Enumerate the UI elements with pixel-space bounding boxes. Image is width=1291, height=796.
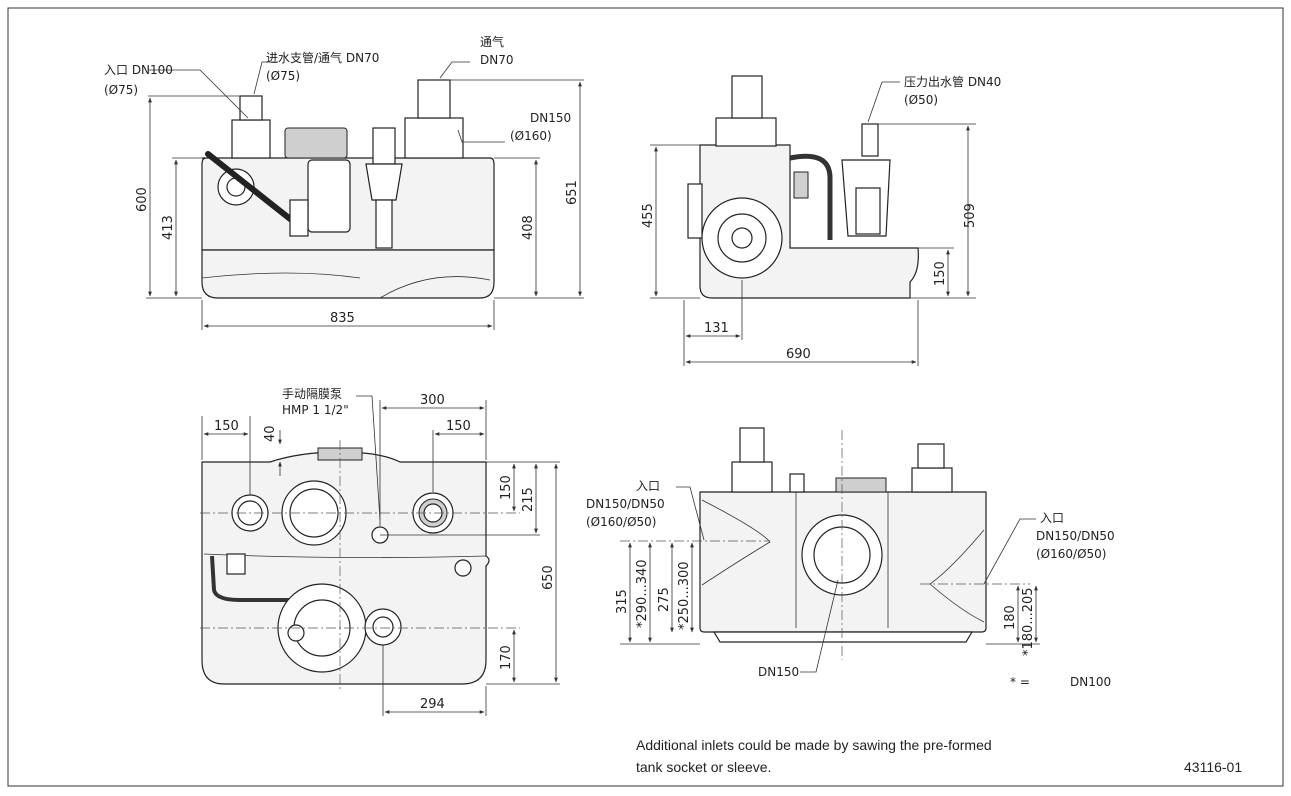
dim-rear-275: 275 <box>657 587 672 612</box>
side-view <box>650 75 976 366</box>
front-vent-socket <box>404 117 464 159</box>
rear-inlet-socket <box>739 427 765 463</box>
dim-rear-290-340: *290...340 <box>635 559 650 628</box>
dim-front-600: 600 <box>135 187 150 212</box>
front-inlet-socket <box>231 119 271 159</box>
dim-side-455: 455 <box>641 203 656 228</box>
rear-inlet-left-sub2: (Ø160/Ø50) <box>586 515 656 529</box>
side-pressure-sub: (Ø50) <box>904 93 938 107</box>
rear-inlet-left-label: 入口 <box>636 479 660 493</box>
dim-side-690: 690 <box>786 347 811 362</box>
dim-top-170: 170 <box>499 645 514 670</box>
rear-inlet-left-sub1: DN150/DN50 <box>586 497 665 511</box>
dim-side-131: 131 <box>704 321 729 336</box>
front-dn150-sub: (Ø160) <box>510 129 552 143</box>
legend-dn100: DN100 <box>1070 675 1111 689</box>
front-vent-sub: DN70 <box>480 53 514 67</box>
top-view <box>200 395 560 716</box>
rear-inlet-right-sub1: DN150/DN50 <box>1036 529 1115 543</box>
front-branch-sub: (Ø75) <box>266 69 300 83</box>
dim-top-150-left: 150 <box>214 419 239 434</box>
rear-view <box>620 427 1040 673</box>
dim-side-509: 509 <box>963 203 978 228</box>
top-pump-label: 手动隔膜泵 <box>282 387 342 401</box>
rear-inlet-right-sub2: (Ø160/Ø50) <box>1036 547 1106 561</box>
drawing-number: 43116-01 <box>1184 759 1242 775</box>
front-dn150-label: DN150 <box>530 111 571 125</box>
side-vent-socket <box>731 75 763 119</box>
front-tank-base <box>201 249 495 299</box>
footer-note-line2: tank socket or sleeve. <box>636 759 771 775</box>
dim-side-150: 150 <box>933 261 948 286</box>
legend-star: * = <box>1010 675 1030 689</box>
footer-note-line1: Additional inlets could be made by sawin… <box>636 737 992 753</box>
dim-front-835: 835 <box>330 311 355 326</box>
dim-top-215: 215 <box>521 487 536 512</box>
dim-front-413: 413 <box>161 215 176 240</box>
dim-top-294: 294 <box>420 697 445 712</box>
dim-rear-180: 180 <box>1003 605 1018 630</box>
dim-rear-180-205: *180...205 <box>1021 587 1036 656</box>
sheet-border <box>7 7 1284 787</box>
dim-top-150-v: 150 <box>499 475 514 500</box>
front-branch-label: 进水支管/通气 DN70 <box>266 50 379 65</box>
dim-rear-250-300: *250...300 <box>677 561 692 630</box>
rear-dn150-label: DN150 <box>758 665 799 679</box>
dim-top-300: 300 <box>420 393 445 408</box>
dim-top-150-right: 150 <box>446 419 471 434</box>
side-pressure-label: 压力出水管 DN40 <box>904 74 1001 89</box>
front-vent-label: 通气 <box>480 34 504 49</box>
rear-inlet-right-label: 入口 <box>1040 511 1064 525</box>
dim-top-650: 650 <box>541 565 556 590</box>
dim-front-651: 651 <box>565 180 580 205</box>
front-inlet-sub: (Ø75) <box>104 83 138 97</box>
front-inlet-label: 入口 DN100 <box>104 63 173 77</box>
dim-top-40: 40 <box>263 425 278 442</box>
front-view <box>146 61 584 330</box>
front-pump-motor <box>307 159 351 233</box>
dim-front-408: 408 <box>521 215 536 240</box>
top-pump-sub: HMP 1 1/2" <box>282 403 349 417</box>
dim-rear-315: 315 <box>615 589 630 614</box>
side-pressure-pipe <box>861 123 879 157</box>
